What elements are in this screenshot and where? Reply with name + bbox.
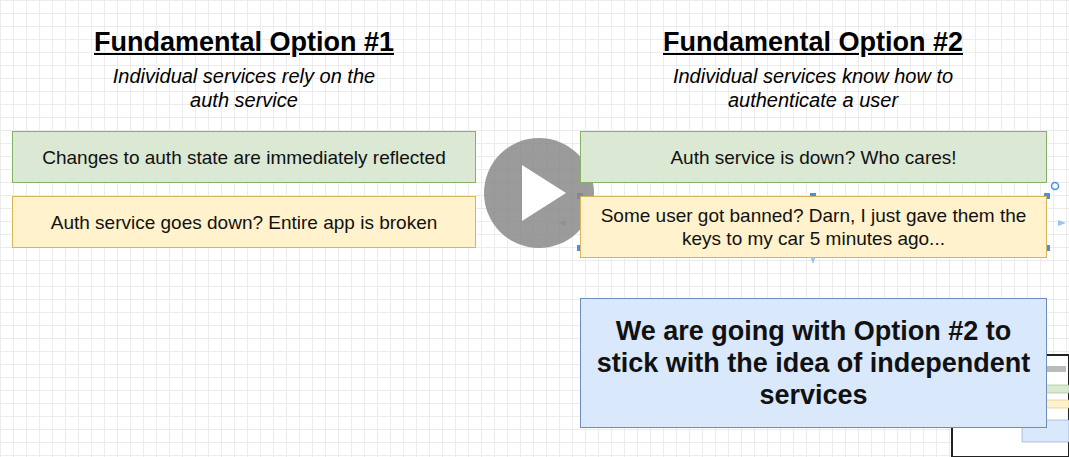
con-box: Auth service goes down? Entire app is br… — [12, 196, 476, 248]
box-text: Auth service goes down? Entire app is br… — [51, 211, 438, 234]
option-subtitle: Individual services rely on the auth ser… — [94, 64, 394, 112]
pro-box: Auth service is down? Who cares! — [580, 131, 1047, 183]
box-text: Auth service is down? Who cares! — [670, 146, 956, 169]
pro-box: Changes to auth state are immediately re… — [12, 131, 476, 183]
play-button — [484, 138, 594, 248]
option-subtitle: Individual services know how to authenti… — [663, 64, 963, 112]
box-text: We are going with Option #2 to stick wit… — [587, 315, 1040, 411]
option-heading: Fundamental Option #2 — [593, 26, 1033, 58]
box-text: Changes to auth state are immediately re… — [42, 146, 445, 169]
con-box: Some user got banned? Darn, I just gave … — [580, 196, 1047, 258]
box-text: Some user got banned? Darn, I just gave … — [587, 204, 1040, 250]
decision-box: We are going with Option #2 to stick wit… — [580, 298, 1047, 428]
selection-handles — [558, 183, 1066, 265]
option-heading: Fundamental Option #1 — [24, 26, 464, 58]
